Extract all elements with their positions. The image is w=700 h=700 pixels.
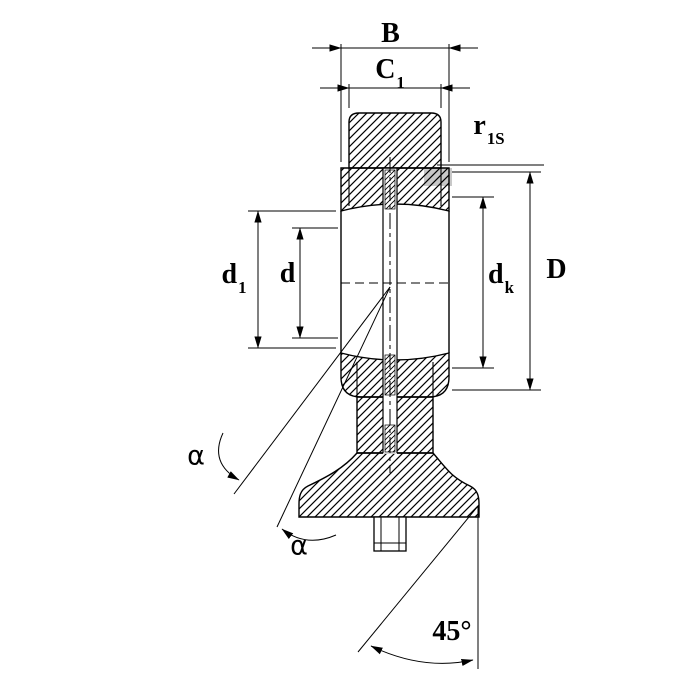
dimension-C1: [320, 84, 470, 108]
alpha-construction: [218, 286, 391, 541]
dim-label-d: d: [279, 257, 296, 289]
dim-label-dk: dk: [488, 258, 514, 297]
dimension-d1: [248, 210, 336, 349]
dim-label-D: D: [546, 253, 567, 285]
dim-label-r1S: r1S: [473, 109, 505, 148]
angle-label-45deg: 45°: [432, 616, 472, 647]
dim-label-B: B: [381, 17, 400, 49]
alpha-line-2: [276, 286, 391, 528]
alpha-line-1: [233, 286, 391, 495]
alpha-arc-2: [281, 528, 337, 541]
dimension-dk: [452, 196, 494, 369]
flange: [298, 452, 480, 518]
deg45-diagonal-line: [357, 505, 479, 653]
bearing-body: [298, 112, 480, 518]
centerlines: [341, 157, 449, 473]
dim-label-C1: C1: [375, 53, 405, 92]
angle-label-alpha-1: α: [187, 440, 205, 472]
dimension-B: [312, 44, 478, 162]
dimension-d: [292, 227, 338, 339]
angle-label-alpha-2: α: [290, 530, 308, 562]
alpha-arc-1: [218, 432, 240, 481]
dimension-D: [452, 171, 541, 391]
dim-label-d1: d1: [221, 258, 247, 297]
top-housing-block: [348, 112, 442, 169]
deg45-construction: [357, 505, 479, 669]
threaded-stub: [373, 516, 407, 552]
deg45-arc: [370, 645, 474, 666]
